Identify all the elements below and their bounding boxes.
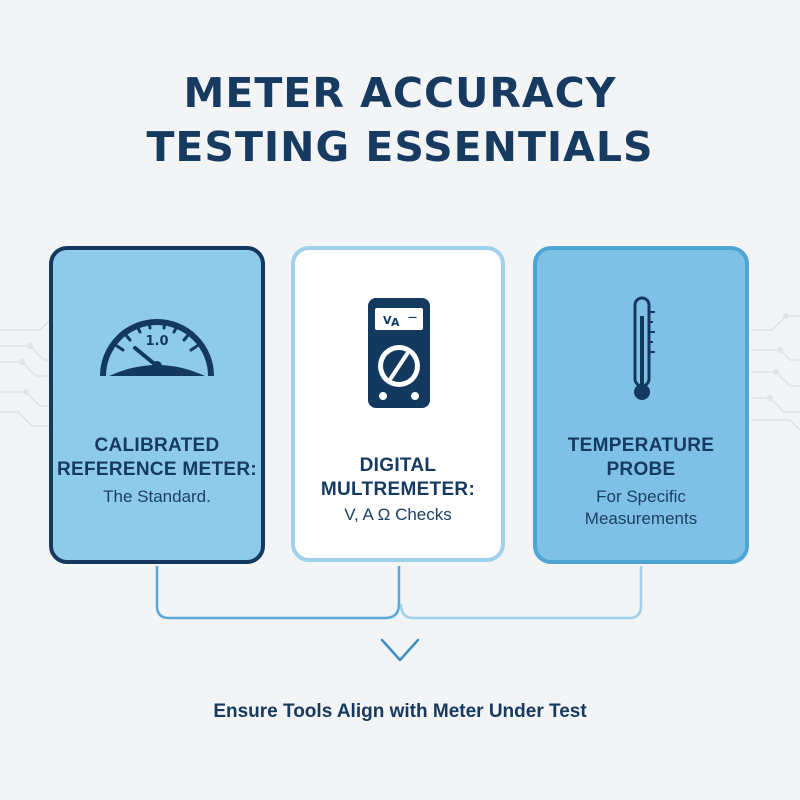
subtitle-line-1: The Standard. (103, 487, 211, 506)
title-line-2: TESTING ESSENTIALS (146, 123, 654, 171)
card-subtitle: The Standard. (53, 486, 261, 508)
title-line-1: METER ACCURACY (183, 69, 617, 117)
heading-line-2: PROBE (606, 459, 676, 480)
display-dash: — (408, 313, 417, 323)
card-digital-multimeter: V A — DIGITAL MULTREMETER: V, A Ω Checks (291, 246, 505, 562)
footer-caption: Ensure Tools Align with Meter Under Test (213, 701, 587, 722)
page-title: METER ACCURACY TESTING ESSENTIALS (0, 66, 800, 174)
heading-line-2: MULTREMETER: (320, 479, 476, 500)
heading-line-1: DIGITAL (359, 455, 437, 476)
heading-line-1: CALIBRATED (94, 435, 220, 456)
card-subtitle: V, A Ω Checks (295, 504, 501, 526)
subtitle-line-2: Measurements (584, 509, 698, 528)
multimeter-icon: V A — (368, 298, 430, 408)
heading-line-2: REFERENCE METER: (56, 459, 258, 480)
card-heading: TEMPERATURE PROBE (537, 434, 745, 482)
card-heading: CALIBRATED REFERENCE METER: (53, 434, 261, 482)
card-subtitle: For Specific Measurements (537, 486, 745, 530)
card-heading: DIGITAL MULTREMETER: (295, 454, 501, 502)
analog-gauge-icon: 1.0 (100, 319, 214, 377)
card-calibrated-reference-meter: 1.0 CALIBRATED REFERENCE METER: The Stan… (49, 246, 265, 564)
heading-line-1: TEMPERATURE (567, 435, 715, 456)
display-a: A (391, 316, 400, 329)
gauge-reading: 1.0 (145, 334, 168, 349)
card-temperature-probe: TEMPERATURE PROBE For Specific Measureme… (533, 246, 749, 564)
subtitle-line-1: For Specific (596, 487, 686, 506)
thermometer-icon (633, 296, 655, 400)
subtitle-line-1: V, A Ω Checks (344, 505, 452, 524)
display-v: V (383, 314, 392, 327)
